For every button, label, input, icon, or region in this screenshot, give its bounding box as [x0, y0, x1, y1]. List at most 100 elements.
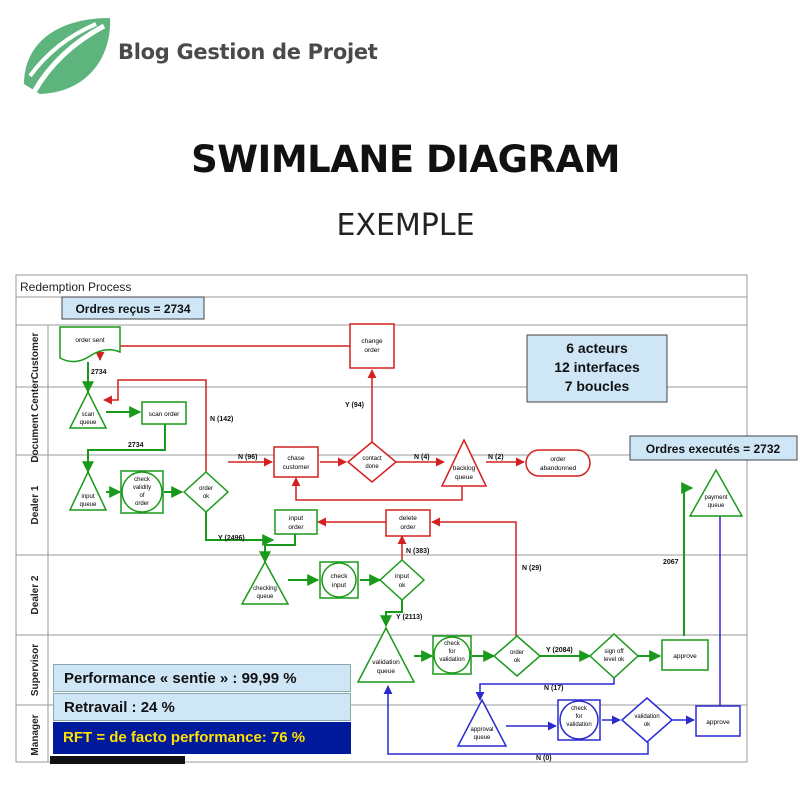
node-input-ok: input ok: [378, 558, 426, 602]
svg-text:order: order: [288, 524, 304, 531]
page-subtitle: EXEMPLE: [336, 208, 475, 243]
svg-text:queue: queue: [377, 668, 395, 675]
node-delete-order: delete order: [385, 509, 431, 537]
edge-label-2734a: 2734: [91, 369, 107, 376]
lane-label-dealer-2: Dealer 2: [30, 575, 41, 614]
svg-text:order: order: [135, 501, 149, 507]
lane-label-dealer-1: Dealer 1: [30, 485, 41, 524]
node-order-ok: order ok: [182, 470, 230, 514]
redaction-bar: [50, 756, 185, 764]
node-order-sent: order sent: [59, 326, 121, 363]
lane-labels: Customer Document Center Dealer 1 Dealer…: [30, 333, 41, 756]
rft-box: RFT = de facto performance: 76 %: [53, 722, 351, 754]
green-flows: [82, 362, 694, 662]
edge-label-n142: N (142): [210, 416, 233, 423]
summary-actors: 6 acteurs: [566, 340, 628, 356]
node-scan-order: scan order: [141, 401, 187, 425]
edge-label-2734b: 2734: [128, 442, 144, 449]
blue-flows: [383, 479, 725, 755]
svg-text:ok: ok: [203, 494, 210, 500]
edge-label-n2: N (2): [488, 454, 504, 461]
brand-name: Blog Gestion de Projet: [118, 40, 378, 64]
node-chase-customer: chase customer: [273, 446, 319, 478]
svg-text:input: input: [332, 582, 346, 589]
node-validation-ok: validation ok: [620, 697, 674, 743]
orders-executed-box: [629, 435, 798, 461]
edge-label-y2113: Y (2113): [396, 614, 422, 621]
node-validation-queue: validation queue: [356, 626, 416, 683]
edge-labels: 2734 2734 N (142) Y (94) N (96) N (4) N …: [91, 369, 679, 762]
svg-text:validation: validation: [372, 659, 400, 666]
edge-label-n96: N (96): [238, 454, 257, 461]
svg-text:validation: validation: [439, 657, 464, 663]
svg-text:customer: customer: [283, 464, 311, 471]
svg-text:done: done: [365, 464, 379, 470]
brand-logo: [20, 14, 350, 96]
node-payment-queue: payment queue: [688, 468, 744, 517]
svg-text:ok: ok: [644, 722, 651, 728]
node-contact-done: contact done: [346, 441, 398, 483]
svg-text:of: of: [139, 493, 144, 499]
node-approval-queue: approval queue: [456, 698, 508, 747]
edge-label-y2084: Y (2084): [546, 647, 573, 654]
node-scan-queue: scan queue: [68, 390, 108, 429]
svg-text:for: for: [575, 714, 582, 720]
edge-label-n4: N (4): [414, 454, 430, 461]
svg-text:sign off: sign off: [604, 649, 624, 655]
edge-label-2067: 2067: [663, 559, 679, 566]
lane-label-customer: Customer: [30, 333, 41, 380]
svg-text:validation: validation: [566, 722, 591, 728]
svg-text:delete: delete: [399, 515, 417, 522]
lane-label-supervisor: Supervisor: [30, 644, 41, 696]
svg-text:abandonned: abandonned: [540, 465, 577, 472]
node-input-order: input order: [274, 509, 318, 535]
svg-text:input: input: [289, 515, 303, 522]
svg-text:input: input: [395, 573, 409, 580]
svg-text:queue: queue: [708, 503, 725, 509]
node-check-validation-manager: check for validation: [557, 699, 601, 741]
edge-label-y2496: Y (2496): [218, 535, 245, 542]
svg-text:approve: approve: [673, 653, 697, 660]
svg-text:approval: approval: [470, 727, 493, 733]
svg-text:order: order: [199, 486, 213, 492]
node-change-order: change order: [349, 323, 395, 369]
edge-label-n383: N (383): [406, 548, 429, 555]
svg-text:ok: ok: [514, 658, 521, 664]
svg-text:check: check: [331, 573, 349, 580]
svg-text:chase: chase: [287, 455, 305, 462]
svg-text:queue: queue: [257, 594, 274, 600]
svg-text:check: check: [444, 641, 461, 647]
node-sign-off: sign off level ok: [588, 632, 640, 680]
edge-label-y94: Y (94): [345, 402, 364, 409]
node-order-ok-supervisor: order ok: [492, 635, 542, 677]
svg-text:validation: validation: [634, 714, 659, 720]
node-check-validation: check for validation: [432, 635, 472, 675]
svg-text:order: order: [364, 347, 380, 354]
svg-text:check: check: [134, 477, 151, 483]
retravail-box: Retravail : 24 %: [53, 693, 351, 721]
svg-text:order sent: order sent: [75, 337, 104, 344]
orders-received-box: [61, 296, 205, 320]
svg-text:queue: queue: [80, 420, 97, 426]
node-check-validity: check validity of order: [120, 470, 164, 514]
svg-text:checking: checking: [253, 586, 277, 592]
lane-label-document-center: Document Center: [30, 379, 41, 462]
edge-label-n17: N (17): [544, 685, 563, 692]
node-checking-queue: checking queue: [240, 560, 290, 605]
summary-box: [526, 334, 668, 403]
svg-text:level ok: level ok: [604, 657, 625, 663]
process-title: Redemption Process: [20, 280, 131, 294]
svg-text:order: order: [550, 456, 566, 463]
node-input-queue: input queue: [68, 470, 108, 511]
page-title: SWIMLANE DIAGRAM: [191, 138, 620, 181]
svg-text:check: check: [571, 706, 588, 712]
node-approve-manager: approve: [695, 705, 741, 737]
orders-received-label: Ordres reçus = 2734: [75, 302, 190, 316]
svg-text:queue: queue: [455, 474, 473, 481]
svg-text:for: for: [448, 649, 455, 655]
svg-text:payment: payment: [704, 495, 727, 501]
svg-text:backlog: backlog: [453, 465, 476, 472]
svg-text:order: order: [510, 650, 524, 656]
summary-interfaces: 12 interfaces: [554, 359, 640, 375]
